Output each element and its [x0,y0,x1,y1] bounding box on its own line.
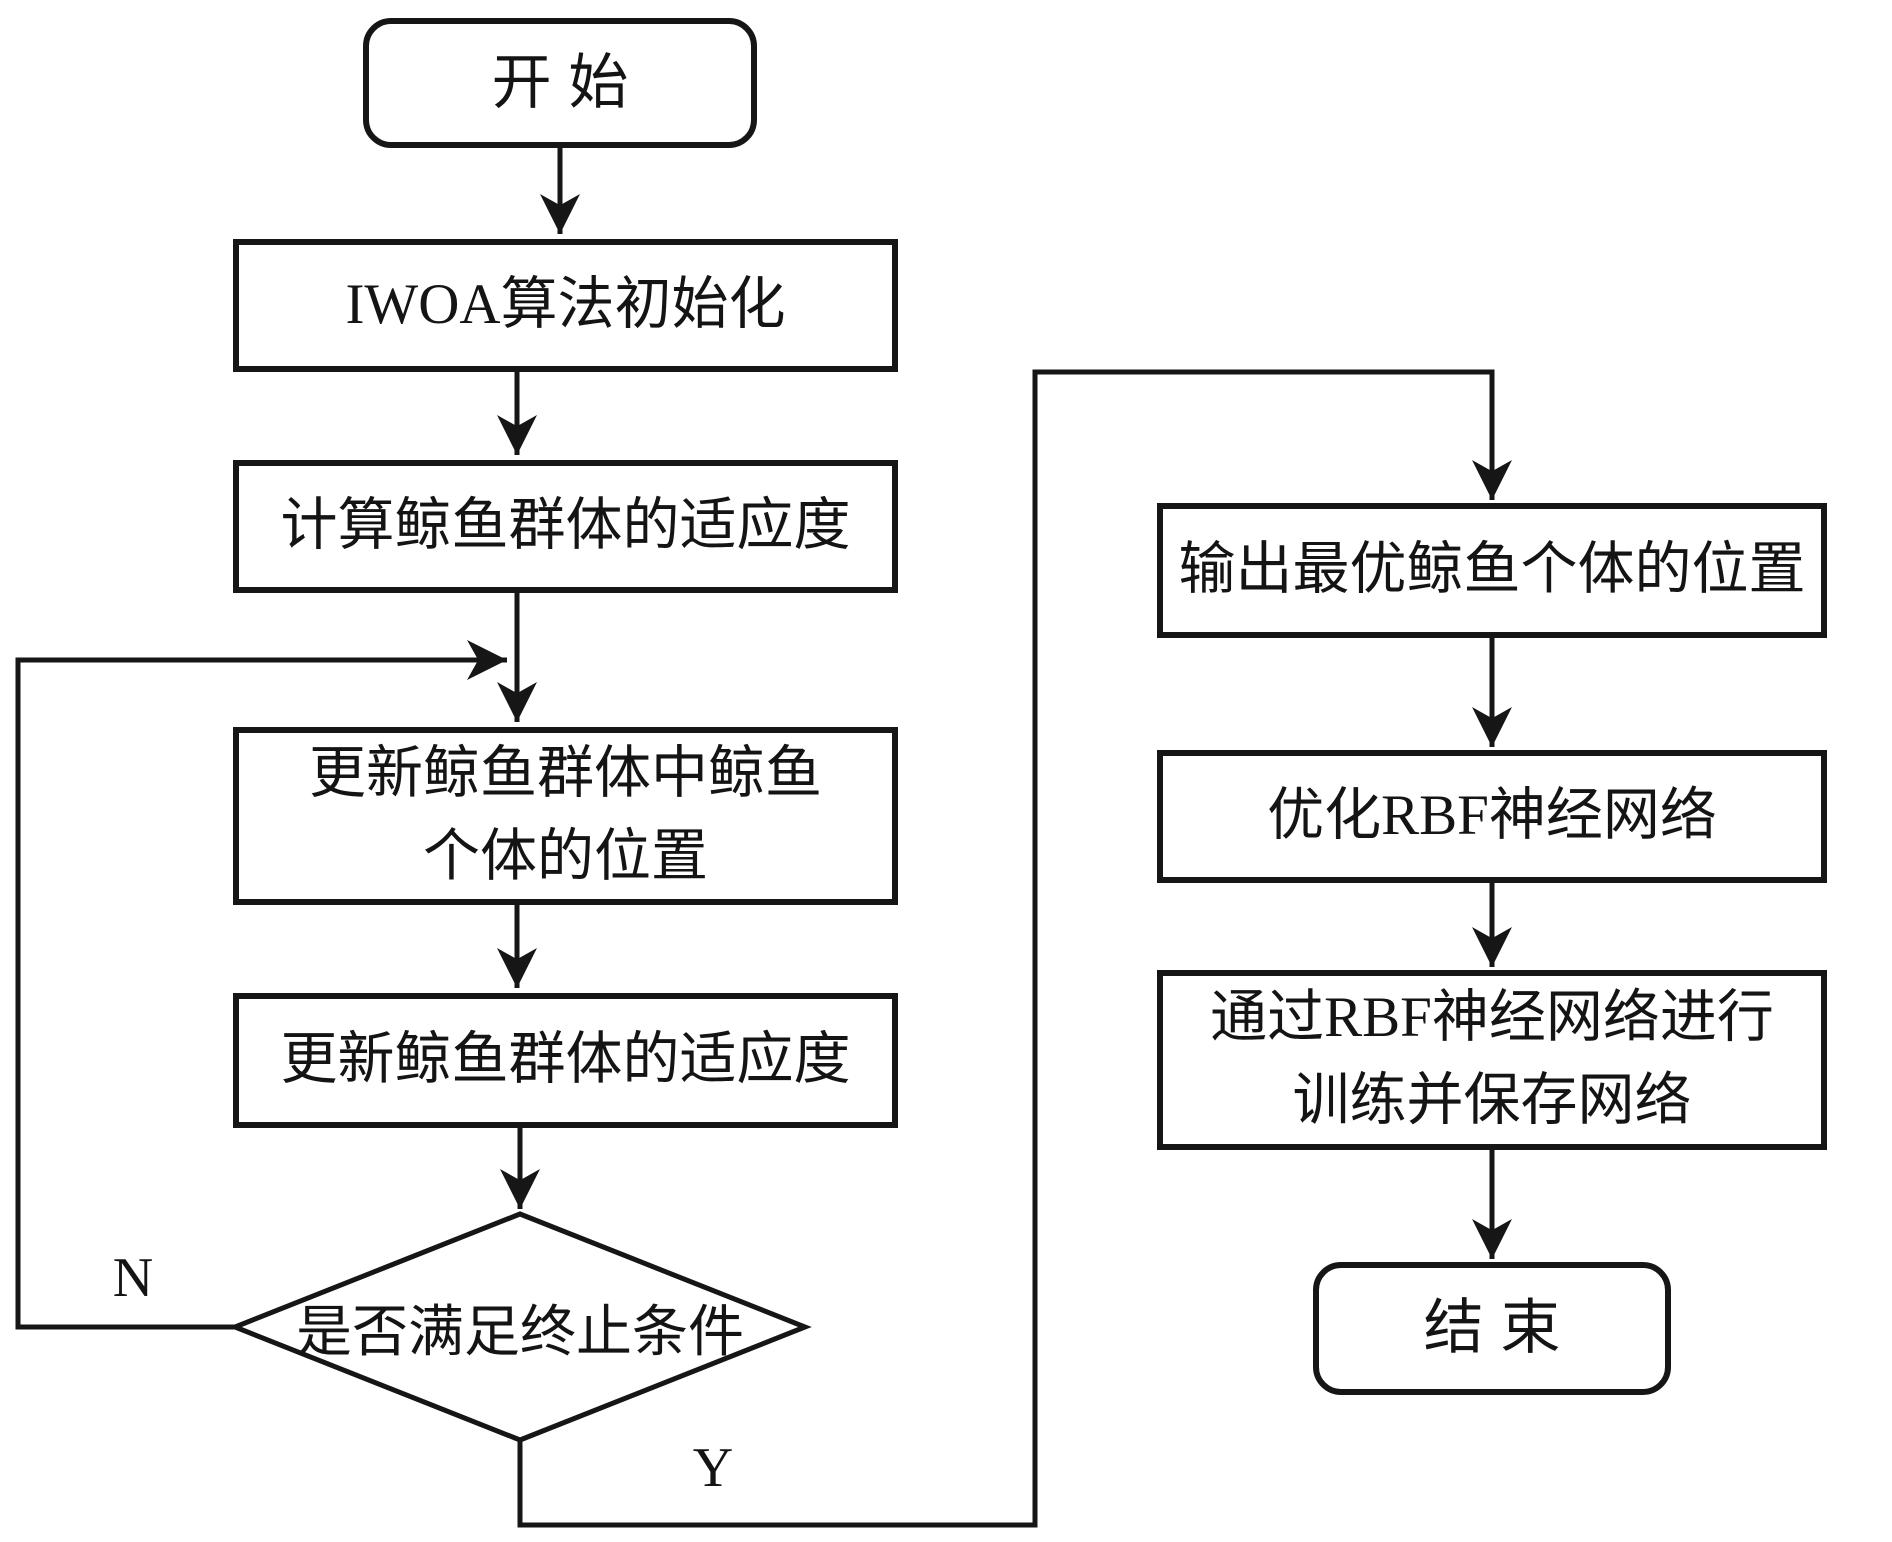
node-iwoa-init: IWOA算法初始化 [233,239,898,372]
node-update-fitness: 更新鲸鱼群体的适应度 [233,993,898,1128]
node-optimize-rbf: 优化RBF神经网络 [1157,750,1827,883]
edge-label-no: N [88,1247,178,1309]
node-update-position: 更新鲸鱼群体中鲸鱼 个体的位置 [233,727,898,905]
node-output-best: 输出最优鲸鱼个体的位置 [1157,503,1827,638]
edge-yes-to-output [517,369,1512,1528]
node-end-label: 结束 [1423,1295,1578,1361]
edge-label-yes-text: Y [692,1437,734,1499]
decision-diamond-shape [228,1211,812,1443]
node-optimize-rbf-label: 优化RBF神经网络 [1267,784,1717,848]
node-compute-fitness-label: 计算鲸鱼群体的适应度 [280,494,851,558]
node-train-save-label: 通过RBF神经网络进行 训练并保存网络 [1210,986,1774,1132]
edge-no-feedback-loop [15,640,507,1330]
node-iwoa-init-label: IWOA算法初始化 [345,273,786,337]
edge-label-no-text: N [112,1247,154,1309]
node-train-save: 通过RBF神经网络进行 训练并保存网络 [1157,970,1827,1150]
node-output-best-label: 输出最优鲸鱼个体的位置 [1178,538,1806,602]
edge-label-yes: Y [668,1437,758,1499]
node-update-position-label: 更新鲸鱼群体中鲸鱼 个体的位置 [309,742,822,888]
node-start-label: 开始 [491,49,646,116]
node-decision-label: 是否满足终止条件 [296,1301,744,1364]
node-start: 开始 [363,18,757,148]
node-compute-fitness: 计算鲸鱼群体的适应度 [233,460,898,593]
node-decision: 是否满足终止条件 [260,1277,780,1377]
node-update-fitness-label: 更新鲸鱼群体的适应度 [280,1028,851,1092]
node-end: 结束 [1313,1262,1671,1395]
